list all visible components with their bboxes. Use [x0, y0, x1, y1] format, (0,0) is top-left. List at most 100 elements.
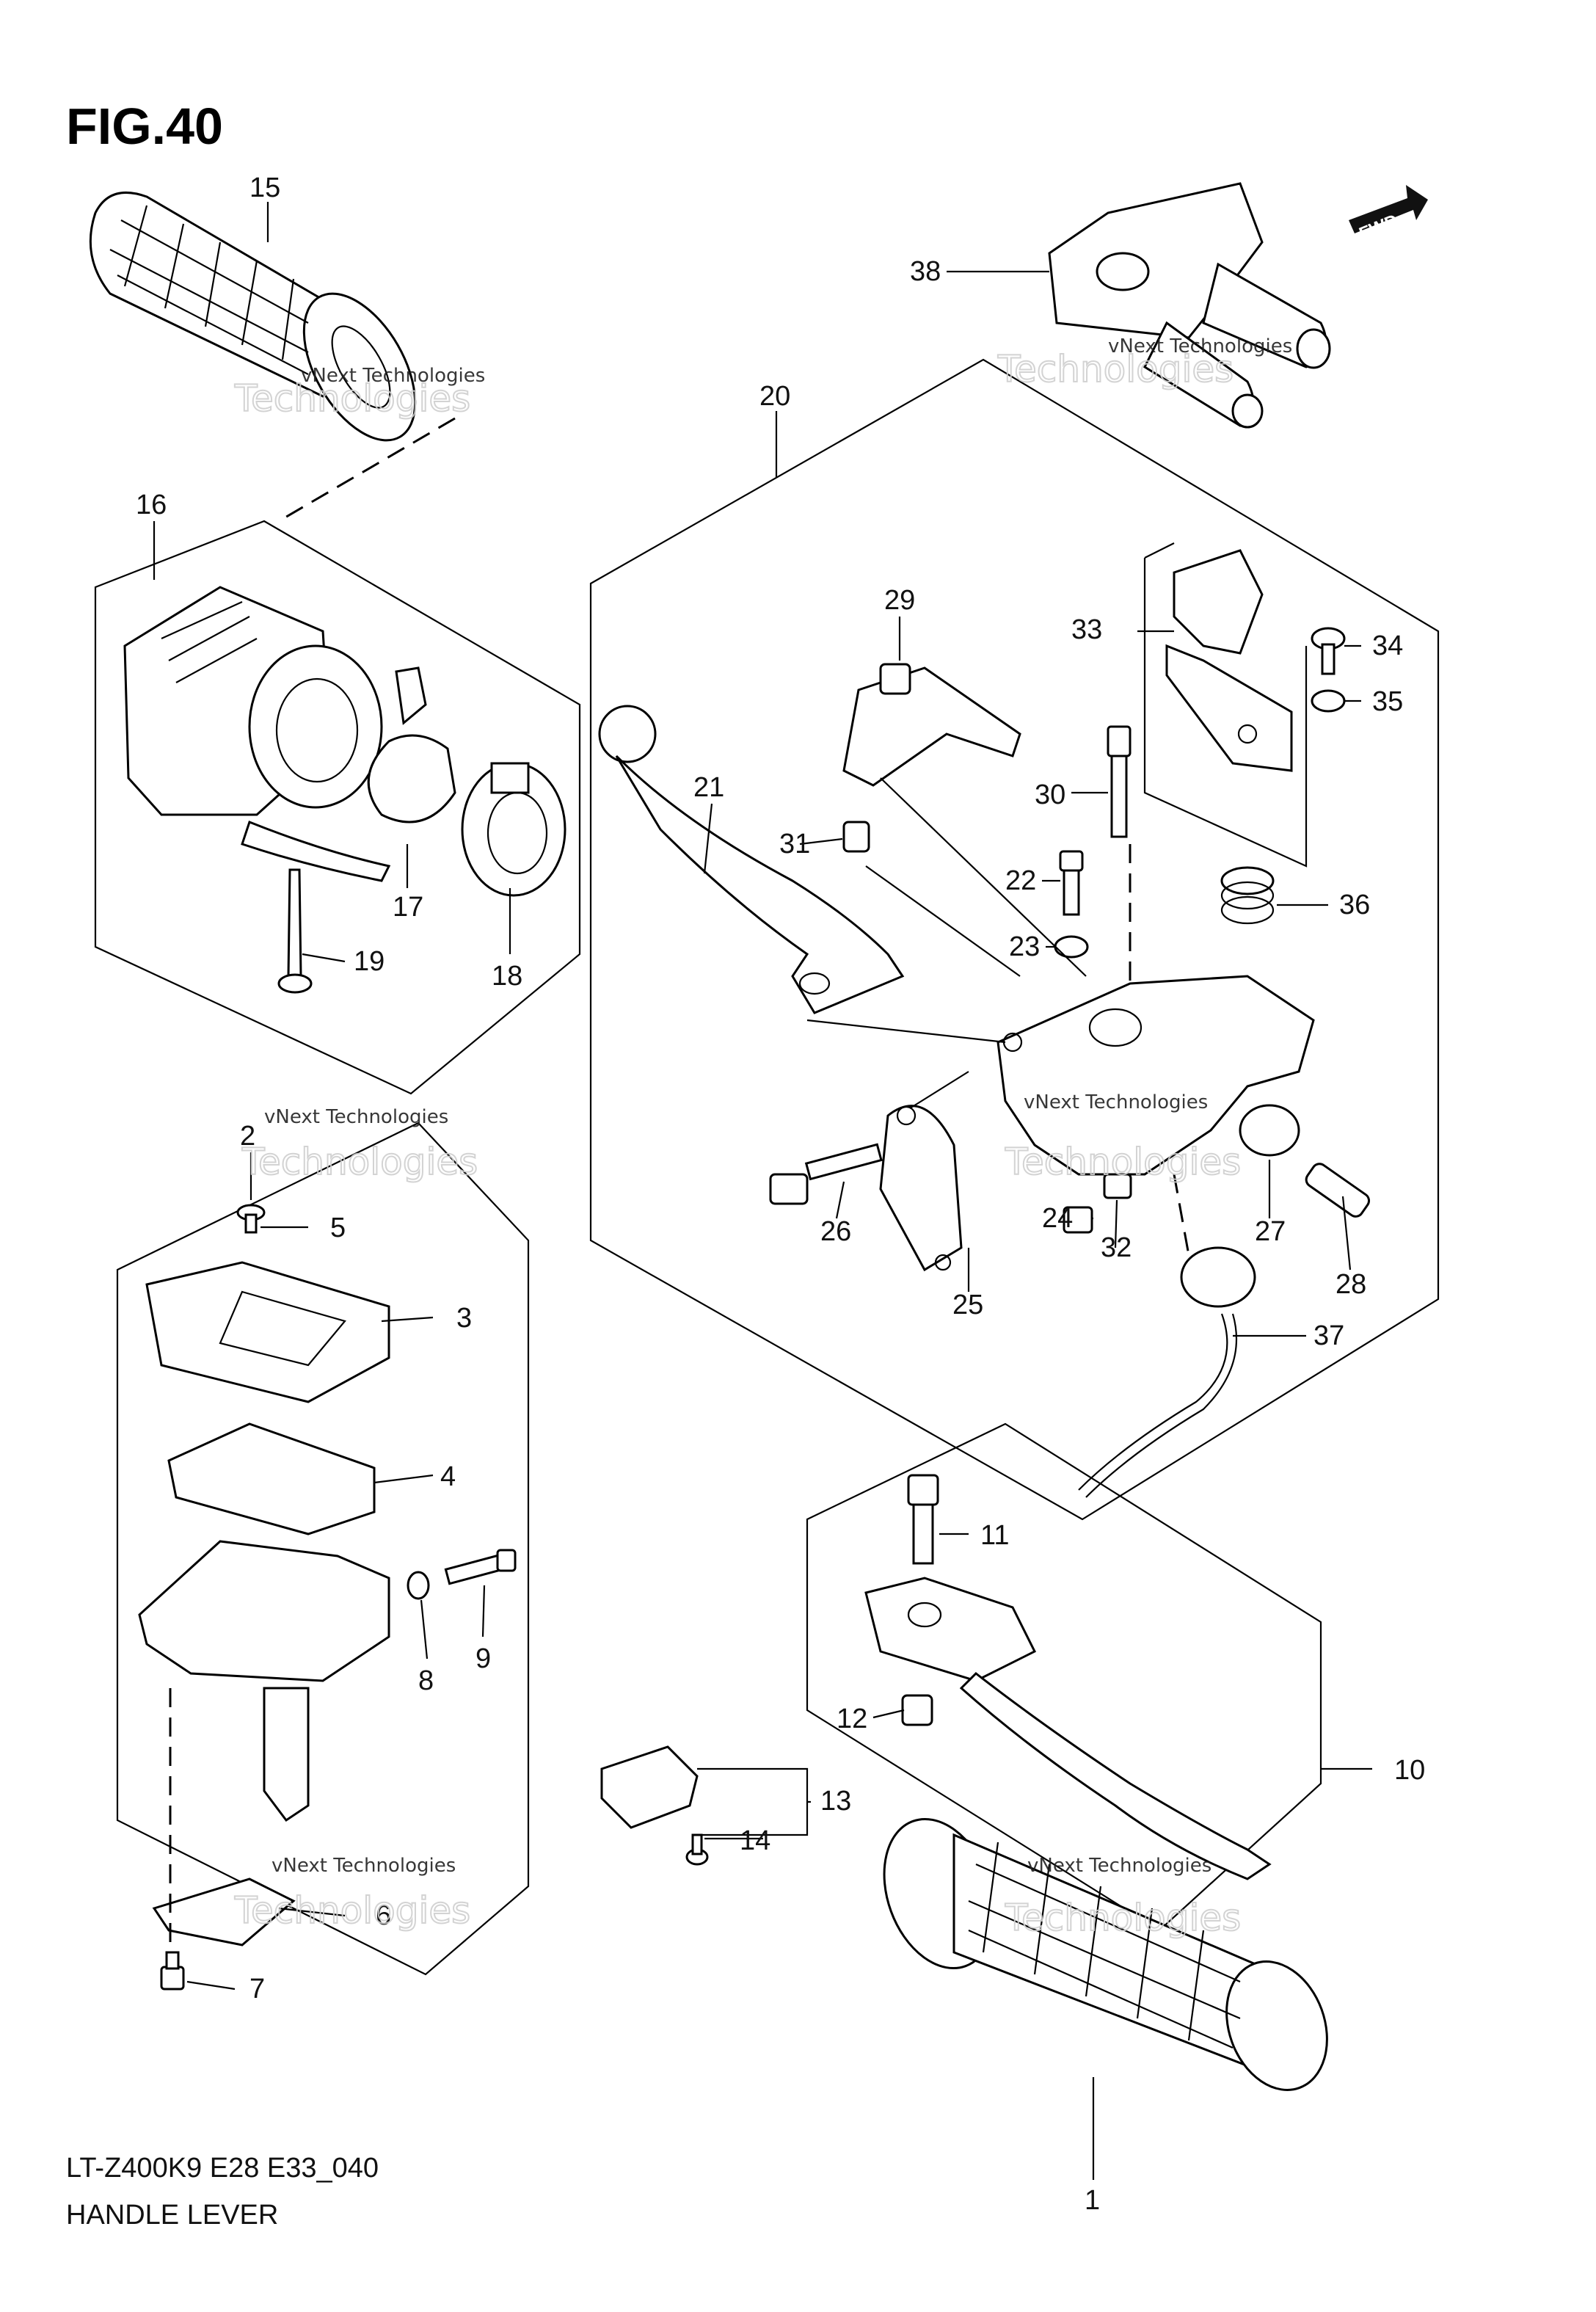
parking-lock-33: [1165, 549, 1293, 772]
cover-3: [145, 1261, 390, 1403]
callout-33: 33: [1071, 614, 1102, 645]
nut-32: [1103, 1173, 1132, 1199]
callout-35: 35: [1372, 686, 1403, 717]
housing: [138, 1540, 390, 1822]
model-code: LT-Z400K9 E28 E33_040: [66, 2153, 379, 2184]
gasket-4: [167, 1422, 376, 1535]
callout-4: 4: [440, 1461, 456, 1492]
dash-15-16: [278, 417, 456, 523]
callout-18: 18: [492, 961, 522, 992]
callout-20: 20: [759, 381, 790, 412]
assembly-lines: [806, 777, 1087, 1109]
callout-23: 23: [1009, 931, 1040, 962]
brake-switch-37: [1078, 1246, 1256, 1498]
screw-19: [277, 868, 313, 994]
diagram-caption: HANDLE LEVER: [66, 2200, 278, 2231]
watermark-outline: Technologies: [1005, 1141, 1241, 1183]
spring-36: [1220, 866, 1275, 925]
switch-assembly-16: [123, 586, 391, 882]
watermark-text: vNext Technologies: [1108, 335, 1292, 357]
bolt-26: [769, 1143, 883, 1205]
callout-21: 21: [693, 772, 724, 803]
fwd-arrow-icon: FWD: [1349, 185, 1428, 244]
callout-17: 17: [393, 892, 423, 923]
watermark-outline: Technologies: [1005, 1897, 1241, 1939]
watermark-text: vNext Technologies: [264, 1106, 448, 1128]
screw-14: [685, 1833, 709, 1866]
pin-22: [1059, 850, 1084, 916]
callout-16: 16: [136, 490, 167, 520]
callout-11: 11: [980, 1520, 1009, 1551]
callout-6: 6: [376, 1900, 391, 1931]
grip-15: [89, 191, 417, 442]
callout-25: 25: [952, 1290, 983, 1320]
callout-5: 5: [330, 1213, 346, 1243]
brake-lever-21: [598, 705, 905, 1014]
dash-37: [1173, 1174, 1190, 1256]
callout-34: 34: [1372, 630, 1403, 661]
callout-19: 19: [354, 946, 385, 977]
screw-34: [1311, 627, 1346, 675]
lever-holder: [996, 975, 1315, 1176]
callout-26: 26: [820, 1216, 851, 1247]
bolt-11: [907, 1474, 939, 1565]
lever-10: [864, 1577, 1272, 1880]
watermark-text: vNext Technologies: [1024, 1091, 1208, 1113]
callout-28: 28: [1336, 1269, 1366, 1300]
switch-29: [842, 663, 1021, 787]
box-20: [589, 358, 1440, 1521]
watermark-outline: Technologies: [241, 1141, 478, 1183]
callout-29: 29: [884, 585, 915, 616]
clamp-25: [879, 1105, 963, 1272]
leader-lines: [153, 202, 1372, 2180]
callout-10: 10: [1394, 1755, 1425, 1786]
callout-8: 8: [418, 1665, 434, 1696]
nut-8: [407, 1571, 430, 1600]
callouts: 1 2 3 4 5 6 7 8 9 10 11 12 13 14 15 16 1…: [136, 172, 1425, 2216]
adjuster-28: [1305, 1163, 1371, 1218]
watermark-outline: Technologies: [997, 348, 1234, 390]
callout-2: 2: [240, 1121, 255, 1152]
watermark-outline: Technologies: [234, 377, 470, 420]
callout-31: 31: [779, 829, 810, 859]
watermark-outline: Technologies: [234, 1889, 470, 1932]
screw-5: [236, 1204, 266, 1234]
master-cylinder-38: [1048, 182, 1331, 429]
watermark-text: vNext Technologies: [272, 1855, 456, 1877]
box-10: [806, 1422, 1322, 1932]
watermark-text: vNext Technologies: [301, 365, 485, 387]
throttle-cam-17: [367, 666, 456, 824]
bolt-9: [444, 1549, 517, 1585]
callout-27: 27: [1255, 1216, 1286, 1247]
callout-13: 13: [820, 1786, 851, 1817]
collar-31: [842, 821, 870, 853]
callout-37: 37: [1313, 1320, 1344, 1351]
callout-12: 12: [837, 1704, 867, 1734]
bolt-30: [1107, 725, 1132, 838]
switch-13: [600, 1745, 699, 1829]
callout-38: 38: [910, 256, 941, 287]
figure-title: FIG.40: [66, 98, 223, 155]
nut-12: [901, 1694, 933, 1726]
callout-30: 30: [1035, 779, 1065, 810]
watermark: vNext Technologies Technologies vNext Te…: [233, 335, 1292, 1940]
callout-9: 9: [475, 1643, 491, 1674]
nut-24: [1063, 1206, 1093, 1234]
box-16: [94, 520, 581, 1095]
screw-7: [160, 1951, 185, 1991]
boot-18: [461, 762, 566, 897]
callout-22: 22: [1005, 865, 1036, 896]
callout-1: 1: [1085, 2185, 1100, 2216]
callout-32: 32: [1101, 1232, 1132, 1263]
callout-36: 36: [1339, 890, 1370, 920]
bracket-33: [1143, 542, 1308, 868]
callout-7: 7: [249, 1974, 265, 2004]
callout-15: 15: [249, 172, 280, 203]
callout-3: 3: [456, 1303, 472, 1334]
box-2: [116, 1122, 530, 1976]
collar-27: [1239, 1104, 1300, 1157]
plate-6: [152, 1877, 296, 1946]
grip-1: [883, 1817, 1328, 2091]
callout-24: 24: [1042, 1203, 1073, 1234]
